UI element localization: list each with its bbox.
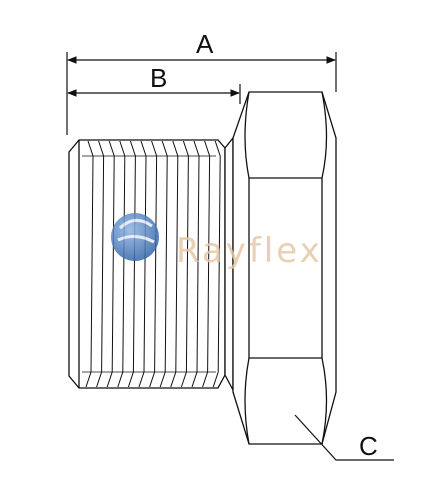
leader-line bbox=[294, 414, 394, 461]
globe-arc-icon bbox=[117, 219, 155, 244]
thread-crest bbox=[106, 140, 115, 388]
thread-crest bbox=[117, 140, 126, 388]
hex-head bbox=[232, 91, 337, 445]
thread-crest bbox=[170, 140, 179, 388]
dimension-b: B bbox=[67, 63, 241, 104]
thread-lines bbox=[85, 140, 221, 388]
thread-crest bbox=[85, 140, 94, 388]
thread-crest bbox=[96, 140, 105, 388]
watermark-brand: Rayflex bbox=[176, 231, 323, 271]
label-a: A bbox=[196, 29, 214, 59]
label-c: C bbox=[359, 431, 378, 461]
thread-crest bbox=[212, 140, 221, 388]
thread-crest bbox=[180, 140, 189, 388]
thread-crest bbox=[149, 140, 158, 388]
thread-crest bbox=[127, 140, 136, 388]
dimension-a: A bbox=[66, 29, 337, 135]
thread-crest bbox=[191, 140, 200, 388]
thread-crest bbox=[159, 140, 168, 388]
hex-outline bbox=[232, 91, 337, 445]
thread-crest bbox=[202, 140, 211, 388]
hex-face-top bbox=[244, 91, 328, 179]
watermark-logo: Rayflex bbox=[111, 213, 323, 271]
label-b: B bbox=[150, 63, 167, 93]
hex-face-bottom bbox=[244, 357, 328, 445]
threaded-body bbox=[68, 139, 226, 389]
thread-crest bbox=[138, 140, 147, 388]
leader-c: C bbox=[294, 414, 394, 461]
